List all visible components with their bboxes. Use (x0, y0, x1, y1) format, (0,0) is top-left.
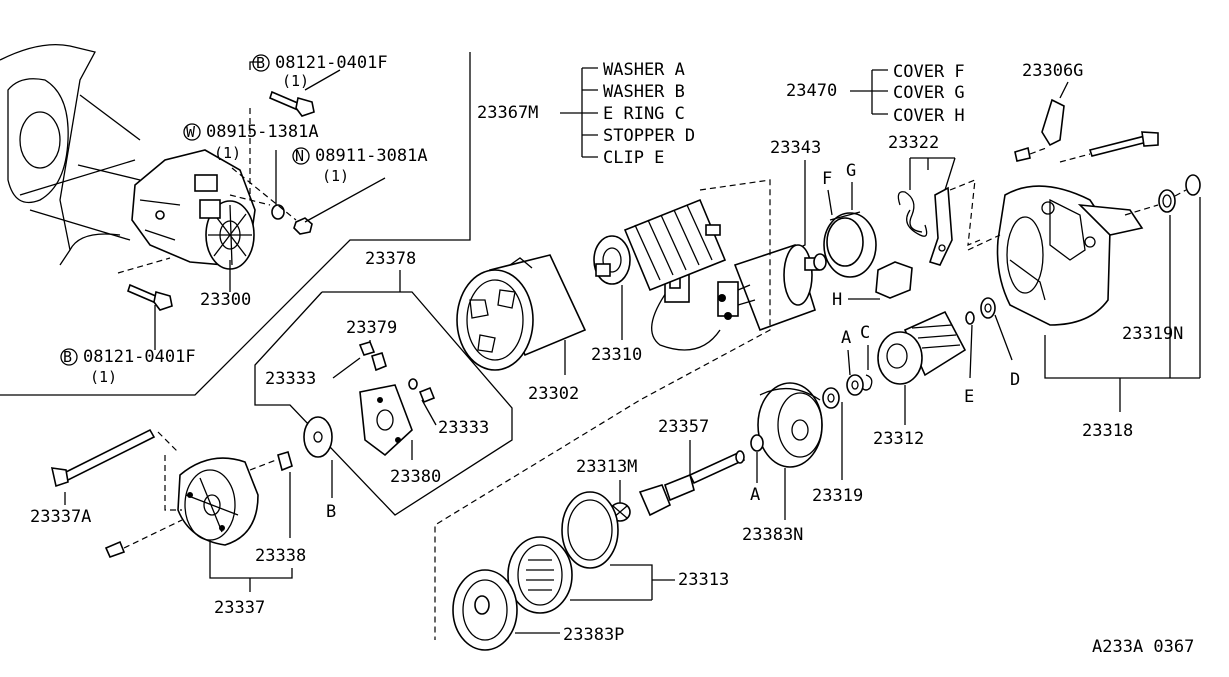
figure-code: A233A 0367 (1092, 637, 1194, 657)
part-no-08121-0401F: 08121-0401F (83, 347, 196, 367)
pinion-shaft-23357 (638, 450, 746, 517)
brush-plate-23380 (359, 384, 413, 457)
part-no-23380: 23380 (390, 467, 441, 487)
washer-b-icon (303, 416, 333, 458)
part-no-23343: 23343 (770, 138, 821, 158)
part-no-23333: 23333 (265, 369, 316, 389)
part-no-23338: 23338 (255, 546, 306, 566)
rear-housing-23318 (996, 185, 1144, 326)
part-no-23319: 23319 (812, 486, 863, 506)
part-no-23470: 23470 (786, 81, 837, 101)
part-no-23378: 23378 (365, 249, 416, 269)
bracket-23306G-icon (1041, 98, 1065, 147)
yoke-23302 (456, 254, 587, 371)
part-no-23379: 23379 (346, 318, 397, 338)
part-no-23383N: 23383N (742, 525, 803, 545)
legend-cover-g: COVER G (893, 83, 965, 103)
brush-icon (371, 352, 387, 372)
circle-letter-b: B (256, 54, 265, 72)
part-no-23333: 23333 (438, 418, 489, 438)
washer-08915-1381A-icon (271, 204, 285, 220)
washer-23319-icon (822, 387, 840, 409)
part-no-23318: 23318 (1082, 421, 1133, 441)
letter-c: C (860, 323, 870, 343)
letter-e: E (964, 387, 974, 407)
internal-gear-23313 (507, 491, 619, 614)
legend-stopper-d: STOPPER D (603, 126, 695, 146)
qty: (1) (282, 72, 309, 90)
brush-springs-23322 (897, 186, 953, 266)
callout-nut-n: N 08911-3081A (1) (292, 146, 428, 185)
bolt-08121-0401F-upper-icon (269, 90, 315, 117)
part-no-23322: 23322 (888, 133, 939, 153)
washer-a-icon (750, 434, 764, 452)
circle-letter-w: W (186, 123, 196, 141)
legend-washer-b: WASHER B (603, 82, 685, 102)
part-no-23367M: 23367M (477, 103, 538, 123)
callout-bolt-upper: B 08121-0401F (1) (252, 53, 388, 90)
washer-a-icon (846, 374, 864, 396)
part-no-08911-3081A: 08911-3081A (315, 146, 428, 166)
bolt-08121-0401F-lower-icon (127, 283, 173, 311)
section-divider (0, 52, 471, 396)
letter-a: A (841, 328, 851, 348)
part-no-23310: 23310 (591, 345, 642, 365)
pinion-drive-23312 (877, 310, 967, 385)
bushing-23338-icon (277, 451, 293, 472)
letter-b: B (326, 502, 336, 522)
qty: (1) (322, 167, 349, 185)
legend-cover-f: COVER F (893, 62, 965, 82)
clip-e-icon (965, 311, 975, 325)
letter-a: A (750, 485, 760, 505)
letter-g: G (846, 161, 856, 181)
letter-h: H (832, 290, 842, 310)
callout-washer-w: W 08915-1381A (1) (183, 122, 319, 162)
part-no-23357: 23357 (658, 417, 709, 437)
letter-d: D (1010, 370, 1020, 390)
part-no-08121-0401F: 08121-0401F (275, 53, 388, 73)
armature-23310 (593, 198, 727, 292)
part-no-23319N: 23319N (1122, 324, 1183, 344)
legend-ering-c: E RING C (603, 104, 685, 124)
part-no-23337A: 23337A (30, 507, 91, 527)
part-no-23306G: 23306G (1022, 61, 1083, 81)
cover-h-icon (875, 261, 913, 299)
part-no-08915-1381A: 08915-1381A (206, 122, 319, 142)
cover-ring-f-g (823, 211, 877, 278)
legend-washer-a: WASHER A (603, 60, 685, 80)
screw-icon (1014, 146, 1031, 162)
starter-assembly-23300 (131, 149, 256, 270)
rear-cover-23337 (177, 457, 259, 546)
legend-cover-h: COVER H (893, 106, 965, 126)
callout-bolt-lower: B 08121-0401F (1) (60, 347, 196, 386)
part-no-23337: 23337 (214, 598, 265, 618)
circle-letter-n: N (295, 147, 304, 165)
end-plate-23383P (452, 569, 518, 651)
part-no-23313: 23313 (678, 570, 729, 590)
part-no-23313M: 23313M (576, 457, 637, 477)
bushing-23319N-icon (1158, 174, 1201, 213)
group-outline-23378 (254, 270, 513, 516)
legend-23470: 23470 COVER F COVER G COVER H (786, 62, 965, 126)
legend-23367M: 23367M WASHER A WASHER B E RING C STOPPE… (477, 60, 695, 168)
screw-icon (104, 540, 126, 559)
qty: (1) (90, 368, 117, 386)
nut-08911-3081A-icon (293, 217, 313, 235)
solenoid-23343 (651, 243, 827, 351)
stopper-d-icon (980, 297, 996, 319)
through-bolt-23337A-icon (50, 428, 156, 488)
part-no-23300: 23300 (200, 290, 251, 310)
ering-c-icon (861, 374, 873, 391)
circle-letter-b: B (63, 348, 72, 366)
gear-housing-23383N (757, 382, 823, 468)
engine-block-outline (0, 43, 141, 266)
letter-f: F (822, 169, 832, 189)
part-no-23312: 23312 (873, 429, 924, 449)
part-no-23383P: 23383P (563, 625, 624, 645)
part-no-23302: 23302 (528, 384, 579, 404)
through-bolt-icon (1088, 135, 1149, 157)
qty: (1) (214, 144, 241, 162)
legend-clip-e: CLIP E (603, 148, 664, 168)
